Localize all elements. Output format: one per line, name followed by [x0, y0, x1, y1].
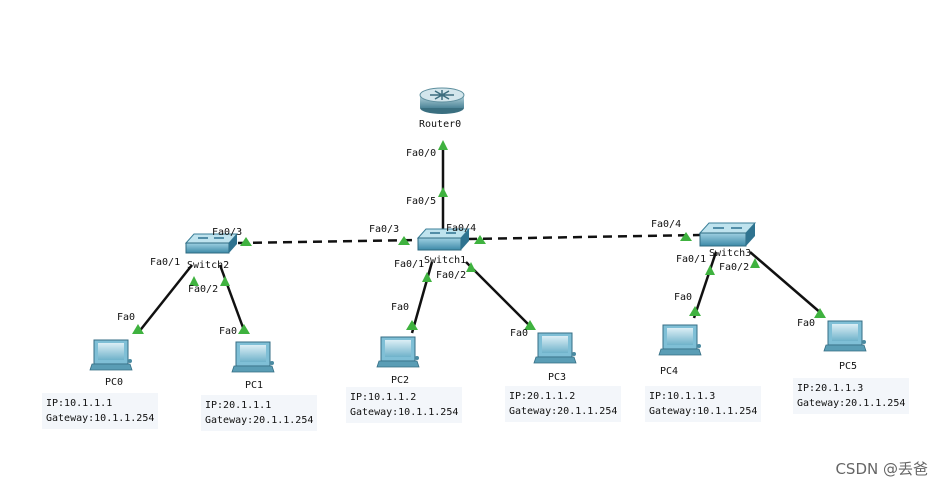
port-label: Fa0 — [391, 302, 410, 313]
pc5-name: PC5 — [839, 361, 858, 372]
pc-icon[interactable] — [533, 332, 577, 364]
gateway-text: Gateway:10.1.1.254 — [350, 407, 459, 418]
link-switch1-pc3[interactable] — [465, 261, 533, 329]
gateway-text: Gateway:10.1.1.254 — [649, 406, 758, 417]
port-up-icon — [750, 258, 760, 268]
port-label: Fa0 — [674, 292, 693, 303]
ip-text: IP:10.1.1.1 — [46, 398, 113, 409]
port-label: Fa0 — [510, 328, 529, 339]
pc0-info: IP:10.1.1.1 Gateway:10.1.1.254 — [42, 393, 159, 429]
port-label: Fa0/3 — [369, 224, 400, 235]
watermark: CSDN @丢爸 — [835, 460, 928, 478]
link-switch2-pc1[interactable] — [218, 264, 247, 334]
link-switch1-switch3[interactable] — [467, 233, 701, 241]
port-up-icon — [220, 276, 230, 286]
port-label: Fa0/5 — [406, 196, 437, 207]
port-up-icon — [524, 320, 536, 330]
link-switch1-pc2[interactable] — [410, 261, 434, 334]
pc2-name: PC2 — [391, 375, 410, 386]
port-up-icon — [466, 262, 476, 272]
switch-icon[interactable] — [416, 228, 471, 251]
pc-icon[interactable] — [231, 341, 275, 373]
port-label: Fa0/2 — [719, 262, 750, 273]
router-icon[interactable] — [419, 87, 465, 114]
port-label: Fa0/3 — [212, 227, 243, 238]
switch-icon[interactable] — [184, 233, 239, 254]
gateway-text: Gateway:20.1.1.254 — [797, 398, 906, 409]
link-switch3-pc5[interactable] — [749, 251, 823, 315]
port-up-icon — [474, 235, 486, 244]
pc3-info: IP:20.1.1.2 Gateway:20.1.1.254 — [505, 386, 622, 422]
pc0-name: PC0 — [105, 377, 124, 388]
pc-icon[interactable] — [89, 339, 133, 371]
port-label: Fa0/4 — [446, 223, 477, 234]
port-label: Fa0/1 — [150, 257, 181, 268]
port-up-icon — [438, 187, 448, 197]
gateway-text: Gateway:20.1.1.254 — [205, 415, 314, 426]
switch2-name: Switch2 — [187, 260, 230, 271]
port-up-icon — [398, 236, 410, 245]
links — [137, 145, 823, 334]
ip-text: IP:10.1.1.2 — [350, 392, 417, 403]
router-name: Router0 — [419, 119, 462, 130]
port-label: Fa0/0 — [406, 148, 437, 159]
port-up-icon — [406, 320, 418, 330]
port-label: Fa0/2 — [188, 284, 219, 295]
port-up-icon — [132, 324, 144, 334]
pc-icon[interactable] — [658, 324, 702, 356]
port-up-icon — [689, 306, 701, 316]
pc-icon[interactable] — [823, 320, 867, 352]
port-up-icon — [705, 265, 715, 275]
pc5-info: IP:20.1.1.3 Gateway:20.1.1.254 — [793, 378, 910, 414]
pc2-info: IP:10.1.1.2 Gateway:10.1.1.254 — [346, 387, 463, 423]
pc3-name: PC3 — [548, 372, 567, 383]
port-label: Fa0 — [219, 326, 238, 337]
pc4-info: IP:10.1.1.3 Gateway:10.1.1.254 — [645, 386, 762, 422]
port-status-indicators — [132, 140, 826, 334]
link-switch2-pc0[interactable] — [137, 264, 193, 334]
pc4-name: PC4 — [660, 366, 679, 377]
port-label: Fa0 — [797, 318, 816, 329]
link-switch2-switch1[interactable] — [237, 238, 421, 245]
port-up-icon — [422, 272, 432, 282]
port-label: Fa0/1 — [676, 254, 707, 265]
link-switch3-pc4[interactable] — [692, 251, 718, 319]
pc-icon[interactable] — [376, 336, 420, 368]
ip-text: IP:20.1.1.3 — [797, 383, 864, 394]
port-label: Fa0/1 — [394, 259, 425, 270]
switch-icon[interactable] — [698, 222, 757, 247]
port-up-icon — [438, 140, 448, 150]
switch1-name: Switch1 — [424, 255, 467, 266]
ip-text: IP:10.1.1.3 — [649, 391, 716, 402]
port-up-icon — [238, 324, 250, 334]
port-label: Fa0/4 — [651, 219, 682, 230]
port-up-icon — [240, 237, 252, 246]
port-up-icon — [814, 308, 826, 318]
gateway-text: Gateway:20.1.1.254 — [509, 406, 618, 417]
port-up-icon — [680, 232, 692, 241]
port-label: Fa0 — [117, 312, 136, 323]
ip-text: IP:20.1.1.1 — [205, 400, 272, 411]
pc1-name: PC1 — [245, 380, 264, 391]
gateway-text: Gateway:10.1.1.254 — [46, 413, 155, 424]
ip-text: IP:20.1.1.2 — [509, 391, 576, 402]
port-up-icon — [189, 276, 199, 286]
port-label: Fa0/2 — [436, 270, 467, 281]
switch3-name: Switch3 — [709, 248, 752, 259]
pc1-info: IP:20.1.1.1 Gateway:20.1.1.254 — [201, 395, 318, 431]
